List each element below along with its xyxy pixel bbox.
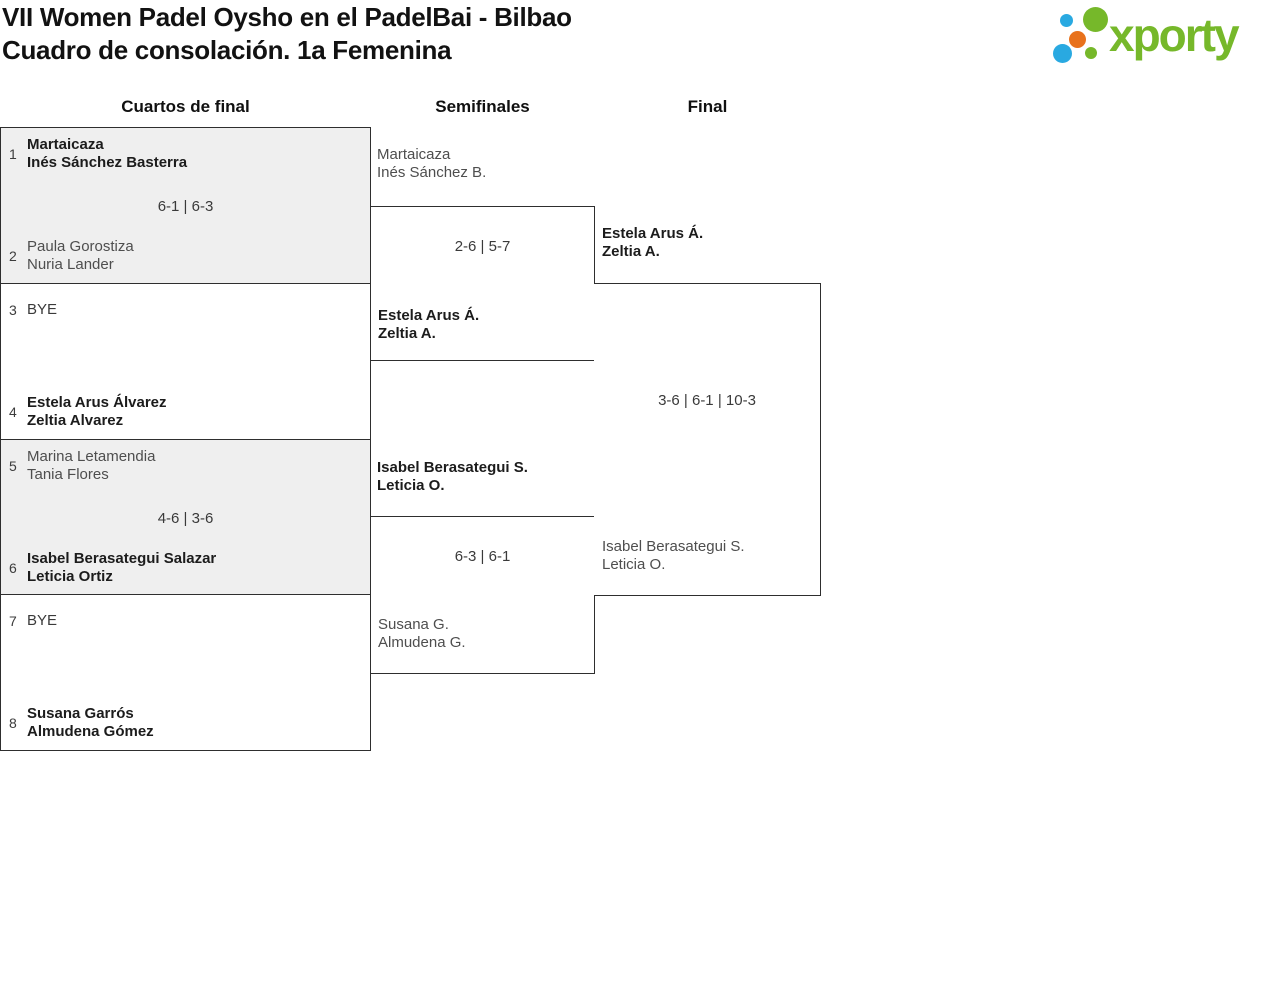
seed-number-1: 1 (9, 146, 17, 162)
logo-dot-green-large-icon (1083, 7, 1108, 32)
round-header-cuartos: Cuartos de final (121, 97, 250, 116)
team-name-line: Susana G. (378, 616, 449, 633)
team-name-line: BYE (27, 612, 58, 629)
qf3-top-entry: 5 Marina Letamendia Tania Flores (1, 448, 370, 484)
qf-match-1-box: 1 Martaicaza Inés Sánchez Basterra 6-1 |… (0, 127, 371, 284)
team-garros-gomez: Susana Garrós Almudena Gómez (27, 705, 154, 741)
sf1-bottom-team: Estela Arus Á. Zeltia A. (378, 307, 479, 343)
logo-dot-green-small-icon (1085, 47, 1097, 59)
final-score: 3-6 | 6-1 | 10-3 (658, 392, 756, 409)
team-name-line: Tania Flores (27, 466, 109, 483)
tournament-subtitle: Cuadro de consolación. 1a Femenina (2, 35, 452, 65)
sf2-score: 6-3 | 6-1 (454, 548, 511, 565)
sf-match-1-box: 2-6 | 5-7 Estela Arus Á. Zeltia A. (370, 206, 595, 361)
sf1-top-team: Martaicaza Inés Sánchez B. (377, 146, 486, 182)
team-name-line: Isabel Berasategui S. (377, 459, 528, 476)
round-header-final: Final (687, 97, 728, 116)
logo-dot-blue-small-icon (1060, 14, 1073, 27)
team-name-line: Nuria Lander (27, 256, 114, 273)
seed-number-5: 5 (9, 458, 17, 474)
team-name-line: Almudena G. (378, 634, 466, 651)
team-name-line: Marina Letamendia (27, 448, 156, 465)
team-name-line: Leticia Ortiz (27, 568, 113, 585)
bye-entry: BYE (27, 612, 57, 630)
xporty-logo-text: xporty (1109, 9, 1240, 61)
team-name-line: Almudena Gómez (27, 723, 154, 740)
team-name-line: Paula Gorostiza (27, 238, 134, 255)
qf1-score: 6-1 | 6-3 (157, 198, 214, 215)
qf4-bottom-entry: 8 Susana Garrós Almudena Gómez (1, 705, 370, 741)
qf-match-2-box: 3 BYE 4 Estela Arus Álvarez Zeltia Alvar… (0, 283, 371, 440)
team-name-line: Zeltia Alvarez (27, 412, 124, 429)
team-name-line: Zeltia A. (378, 325, 436, 342)
team-arus-alvarez: Estela Arus Álvarez Zeltia Alvarez (27, 394, 167, 430)
team-name-line: Martaicaza (27, 136, 104, 153)
qf-match-4-box: 7 BYE 8 Susana Garrós Almudena Gómez (0, 594, 371, 751)
qf2-bottom-entry: 4 Estela Arus Álvarez Zeltia Alvarez (1, 394, 370, 430)
team-berasategui-ortiz: Isabel Berasategui Salazar Leticia Ortiz (27, 550, 216, 586)
sf1-score: 2-6 | 5-7 (454, 238, 511, 255)
qf3-bottom-entry: 6 Isabel Berasategui Salazar Leticia Ort… (1, 550, 370, 586)
xporty-logo[interactable]: xporty (1045, 0, 1280, 75)
team-name-line: Inés Sánchez B. (377, 164, 487, 181)
final-top-team: Estela Arus Á. Zeltia A. (602, 225, 703, 261)
tournament-title: VII Women Padel Oysho en el PadelBai - B… (2, 2, 572, 32)
team-name-line: Estela Arus Á. (378, 307, 480, 324)
seed-number-6: 6 (9, 560, 17, 576)
seed-number-2: 2 (9, 248, 17, 264)
qf1-top-entry: 1 Martaicaza Inés Sánchez Basterra (1, 136, 370, 172)
sf-match-2-box: 6-3 | 6-1 Susana G. Almudena G. (370, 516, 595, 674)
qf-match-3-box: 5 Marina Letamendia Tania Flores 4-6 | 3… (0, 439, 371, 595)
logo-dot-blue-large-icon (1053, 44, 1072, 63)
team-name-line: Estela Arus Álvarez (27, 394, 167, 411)
team-name-line: Isabel Berasategui S. (602, 538, 745, 555)
team-letamendia-flores: Marina Letamendia Tania Flores (27, 448, 155, 484)
team-gorostiza-lander: Paula Gorostiza Nuria Lander (27, 238, 134, 274)
sf2-bottom-team: Susana G. Almudena G. (378, 616, 466, 652)
seed-number-4: 4 (9, 404, 17, 420)
bye-entry: BYE (27, 301, 57, 319)
qf3-score: 4-6 | 3-6 (157, 510, 214, 527)
qf1-bottom-entry: 2 Paula Gorostiza Nuria Lander (1, 238, 370, 274)
team-name-line: Inés Sánchez Basterra (27, 154, 188, 171)
final-bottom-team: Isabel Berasategui S. Leticia O. (602, 538, 745, 574)
qf4-top-entry: 7 BYE (1, 603, 370, 639)
team-name-line: BYE (27, 301, 58, 318)
seed-number-7: 7 (9, 613, 17, 629)
page-title-block: VII Women Padel Oysho en el PadelBai - B… (2, 1, 572, 67)
seed-number-3: 3 (9, 302, 17, 318)
team-name-line: Susana Garrós (27, 705, 134, 722)
round-header-semifinales: Semifinales (435, 97, 530, 116)
team-name-line: Estela Arus Á. (602, 225, 704, 242)
team-martaicaza-sanchez: Martaicaza Inés Sánchez Basterra (27, 136, 187, 172)
seed-number-8: 8 (9, 715, 17, 731)
logo-dot-orange-icon (1069, 31, 1086, 48)
final-match-box: 3-6 | 6-1 | 10-3 Isabel Berasategui S. L… (594, 283, 821, 596)
team-name-line: Zeltia A. (602, 243, 660, 260)
team-name-line: Martaicaza (377, 146, 451, 163)
team-name-line: Leticia O. (602, 556, 666, 573)
sf2-top-team: Isabel Berasategui S. Leticia O. (377, 459, 528, 495)
team-name-line: Leticia O. (377, 477, 445, 494)
team-name-line: Isabel Berasategui Salazar (27, 550, 217, 567)
qf2-top-entry: 3 BYE (1, 292, 370, 328)
